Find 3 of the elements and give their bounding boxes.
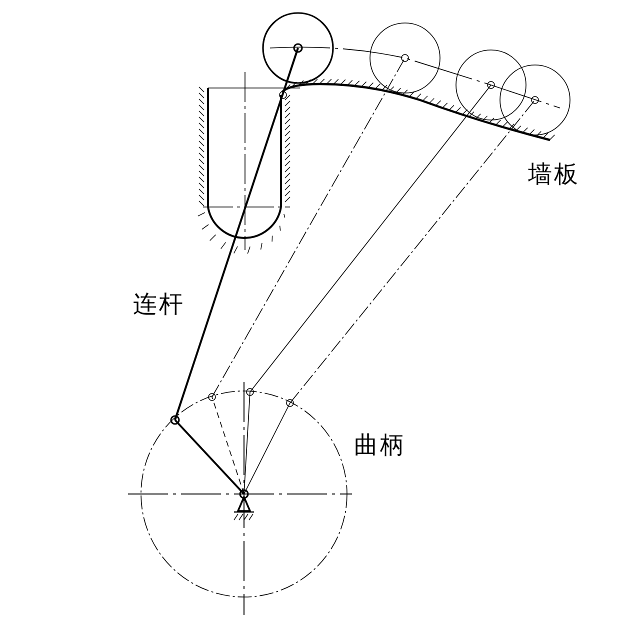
part-label: 墙板 [528, 160, 580, 188]
part-label: 曲柄 [354, 431, 406, 459]
part-label: 连杆 [133, 290, 185, 318]
